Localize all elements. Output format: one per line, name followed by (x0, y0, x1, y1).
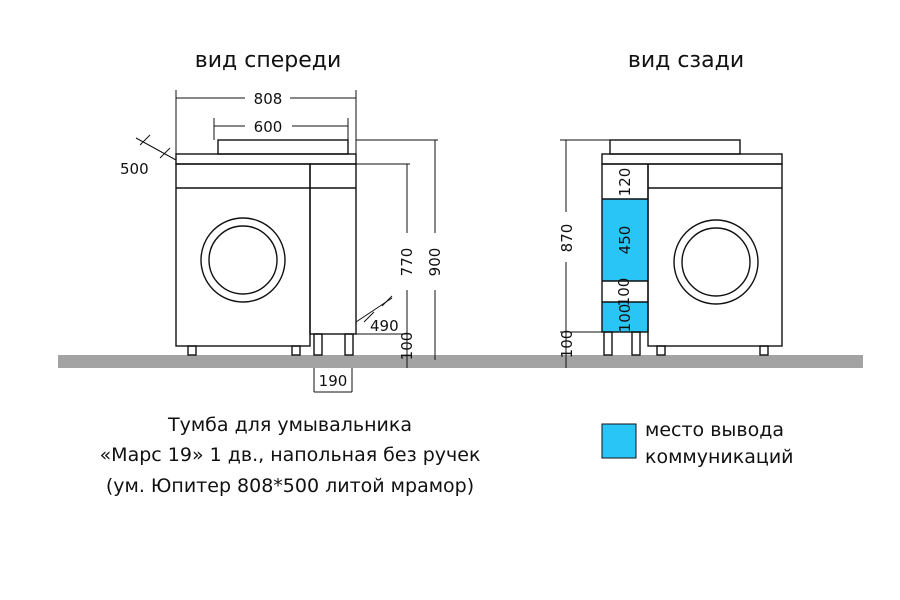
legend-swatch (601, 423, 637, 459)
caption-line-3: (ум. Юпитер 808*500 литой мрамор) (106, 475, 474, 497)
dim-depth: 500 (120, 160, 149, 178)
back-leg (759, 345, 769, 356)
dim-width-total: 808 (254, 90, 283, 108)
front-countertop-top (217, 139, 349, 155)
seg-label-450: 450 (616, 226, 634, 255)
legend-line-2: коммуникаций (645, 446, 794, 468)
dim-back-leg-height: 100 (558, 330, 576, 359)
front-washer-door-outer (200, 217, 286, 303)
back-countertop (601, 153, 783, 165)
comm-zone-450 (602, 199, 648, 281)
floor-line (58, 355, 863, 368)
front-dimension-lines (135, 90, 438, 393)
dim-height-900: 900 (426, 248, 444, 277)
front-view-title: вид спереди (195, 48, 342, 73)
front-main-body (175, 163, 311, 347)
dim-shelf-width: 190 (319, 372, 348, 390)
comm-zone-100 (602, 302, 648, 332)
back-leg (656, 345, 666, 356)
dim-back-height: 870 (558, 224, 576, 253)
front-side-shelf (309, 163, 357, 335)
back-main-body (647, 163, 783, 347)
seg-label-100a: 100 (615, 278, 633, 307)
dim-width-basin: 600 (254, 118, 283, 136)
back-countertop-top (609, 139, 741, 155)
back-washer-door-inner (681, 227, 751, 297)
legend-line-1: место вывода (645, 419, 784, 441)
front-washer-door-inner (208, 225, 278, 295)
front-cabinet (175, 139, 357, 356)
back-shelf-leg (603, 331, 613, 356)
caption-line-1: Тумба для умывальника (167, 414, 412, 436)
dim-leg-height-front: 100 (398, 332, 416, 361)
seg-label-100b: 100 (616, 304, 634, 333)
seg-label-120: 120 (616, 168, 634, 197)
caption-line-2: «Марс 19» 1 дв., напольная без ручек (100, 444, 481, 466)
back-cabinet (601, 139, 783, 356)
front-leg (291, 345, 301, 356)
dim-shelf-depth: 490 (370, 317, 399, 335)
front-leg (187, 345, 197, 356)
back-dimension-lines (560, 139, 610, 368)
back-washer-door-outer (673, 219, 759, 305)
front-shelf-leg (313, 333, 323, 356)
front-countertop (175, 153, 357, 165)
front-shelf-leg (344, 333, 354, 356)
dim-height-770: 770 (398, 248, 416, 277)
back-shelf-leg (631, 331, 641, 356)
back-view-title: вид сзади (628, 48, 744, 73)
